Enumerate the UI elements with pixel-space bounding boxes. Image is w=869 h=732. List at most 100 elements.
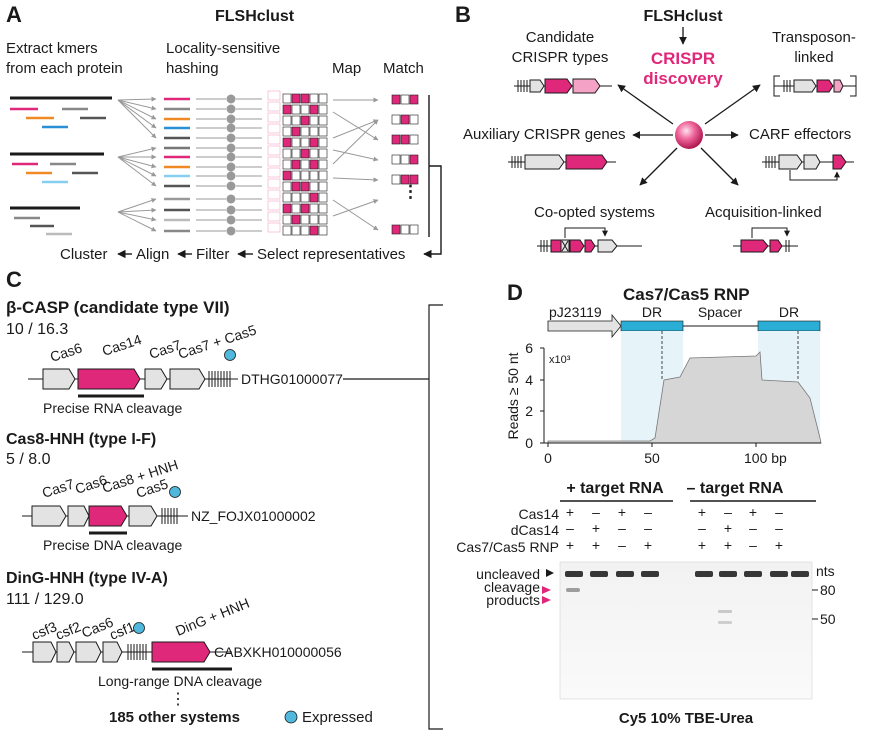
gel-band-uncleaved [744, 571, 762, 577]
acquisition-locus [733, 227, 798, 253]
bucket-cell [318, 170, 328, 181]
promoter-label: pJ23119 [549, 304, 602, 320]
match-cell [409, 224, 419, 235]
xtick-100: 100 bp [744, 450, 787, 466]
bucket-ghost [267, 200, 281, 211]
x-axis [544, 442, 821, 447]
step4-label: Match [383, 60, 424, 77]
legend-expressed-label: Expressed [302, 709, 373, 726]
acquisition-label: Acquisition-linked [705, 204, 822, 221]
match-cell [409, 134, 419, 145]
bucket-ghost [267, 222, 281, 233]
bucket-cell [300, 203, 310, 214]
panel-a-letter: A [6, 2, 22, 27]
bucket-cell [300, 115, 310, 126]
sys3-count: 111 / 129.0 [6, 591, 84, 608]
condition-sign: – [618, 520, 626, 536]
auxiliary-locus [508, 154, 616, 170]
bucket-cell [309, 148, 319, 159]
bucket-cell [318, 104, 328, 115]
kmer-group-1 [10, 96, 112, 129]
bucket-cell [291, 214, 301, 225]
sys2-accession: NZ_FOJX01000002 [191, 508, 316, 524]
panel-c: C β-CASP (candidate type VII) 10 / 16.3 … [6, 267, 443, 730]
legend-expressed-dot [284, 710, 298, 724]
sys1-title: β-CASP (candidate type VII) [6, 298, 230, 317]
match-cell [400, 224, 410, 235]
auxiliary-label: Auxiliary CRISPR genes [463, 126, 626, 143]
bucket-ghost [267, 123, 281, 134]
bucket-cell [291, 104, 301, 115]
bucket-cell [318, 137, 328, 148]
bucket-cell [291, 192, 301, 203]
radial-arrows [617, 84, 761, 186]
ytick-0: 0 [525, 435, 533, 451]
sys2-expressed-dot [169, 486, 181, 498]
bucket-cell [318, 214, 328, 225]
match-cell [409, 174, 419, 185]
select-representatives-label: Select representatives [257, 246, 405, 263]
bucket-cell [318, 126, 328, 137]
match-cell [391, 224, 401, 235]
bucket-ghost [267, 167, 281, 178]
bucket-cell [318, 203, 328, 214]
panel-b-title: FLSHclust [643, 8, 723, 25]
uncleaved-label: uncleaved [476, 566, 540, 582]
bucket-cell [282, 126, 292, 137]
bucket-cell [318, 115, 328, 126]
panel-d: D Cas7/Cas5 RNP pJ23119 DR Spacer DR [456, 280, 835, 727]
sys1-accession: DTHG01000077 [241, 371, 343, 387]
filter-label: Filter [196, 246, 229, 263]
nts-label: nts [816, 563, 835, 579]
ytick-2: 2 [525, 403, 533, 419]
bucket-cell [318, 159, 328, 170]
bucket-cell [291, 170, 301, 181]
gel-band-uncleaved [695, 571, 713, 577]
bucket-ghost [267, 112, 281, 123]
more-ellipsis: ⋮ [170, 691, 186, 708]
hash-buckets [267, 90, 328, 236]
bucket-cell [282, 203, 292, 214]
ytick-4: 4 [525, 372, 533, 388]
gel-band-uncleaved [565, 571, 583, 577]
match-cell [391, 94, 401, 105]
panel-a-title: FLSHclust [215, 8, 295, 25]
gel-image [559, 561, 813, 700]
sys3-note: Long-range DNA cleavage [98, 673, 262, 689]
sys3-accession: CABXKH010000056 [214, 644, 342, 660]
bucket-ghost [267, 211, 281, 222]
hashing-arrows [117, 96, 157, 232]
bucket-cell [309, 203, 319, 214]
marker-50: 50 [820, 611, 836, 627]
bucket-cell [318, 181, 328, 192]
row-label-rnp: Cas7/Cas5 RNP [456, 539, 559, 555]
match-column [391, 94, 419, 235]
panel-d-letter: D [507, 280, 523, 305]
bucket-cell [300, 225, 310, 236]
condition-sign: – [566, 520, 574, 536]
bucket-cell [291, 181, 301, 192]
coopted-locus [537, 227, 642, 253]
match-cell [400, 174, 410, 185]
map-arrows [332, 97, 379, 231]
dr-label-1: DR [642, 304, 662, 320]
match-cell [400, 134, 410, 145]
bucket-ghost [267, 178, 281, 189]
match-cell [400, 154, 410, 165]
bucket-cell [318, 192, 328, 203]
row-label-dcas14: dCas14 [511, 522, 559, 538]
bucket-cell [318, 148, 328, 159]
gel-band-uncleaved [590, 571, 608, 577]
bucket-cell [291, 148, 301, 159]
match-cell [400, 94, 410, 105]
bucket-cell [300, 137, 310, 148]
marker-80: 80 [820, 582, 836, 598]
condition-sign: – [644, 520, 652, 536]
xtick-0: 0 [544, 450, 552, 466]
condition-sign: + [698, 504, 706, 520]
sys2-note: Precise DNA cleavage [43, 537, 183, 553]
condition-sign: – [749, 520, 757, 536]
gel-band-uncleaved [770, 571, 788, 577]
condition-sign: – [724, 504, 732, 520]
bucket-cell [291, 115, 301, 126]
